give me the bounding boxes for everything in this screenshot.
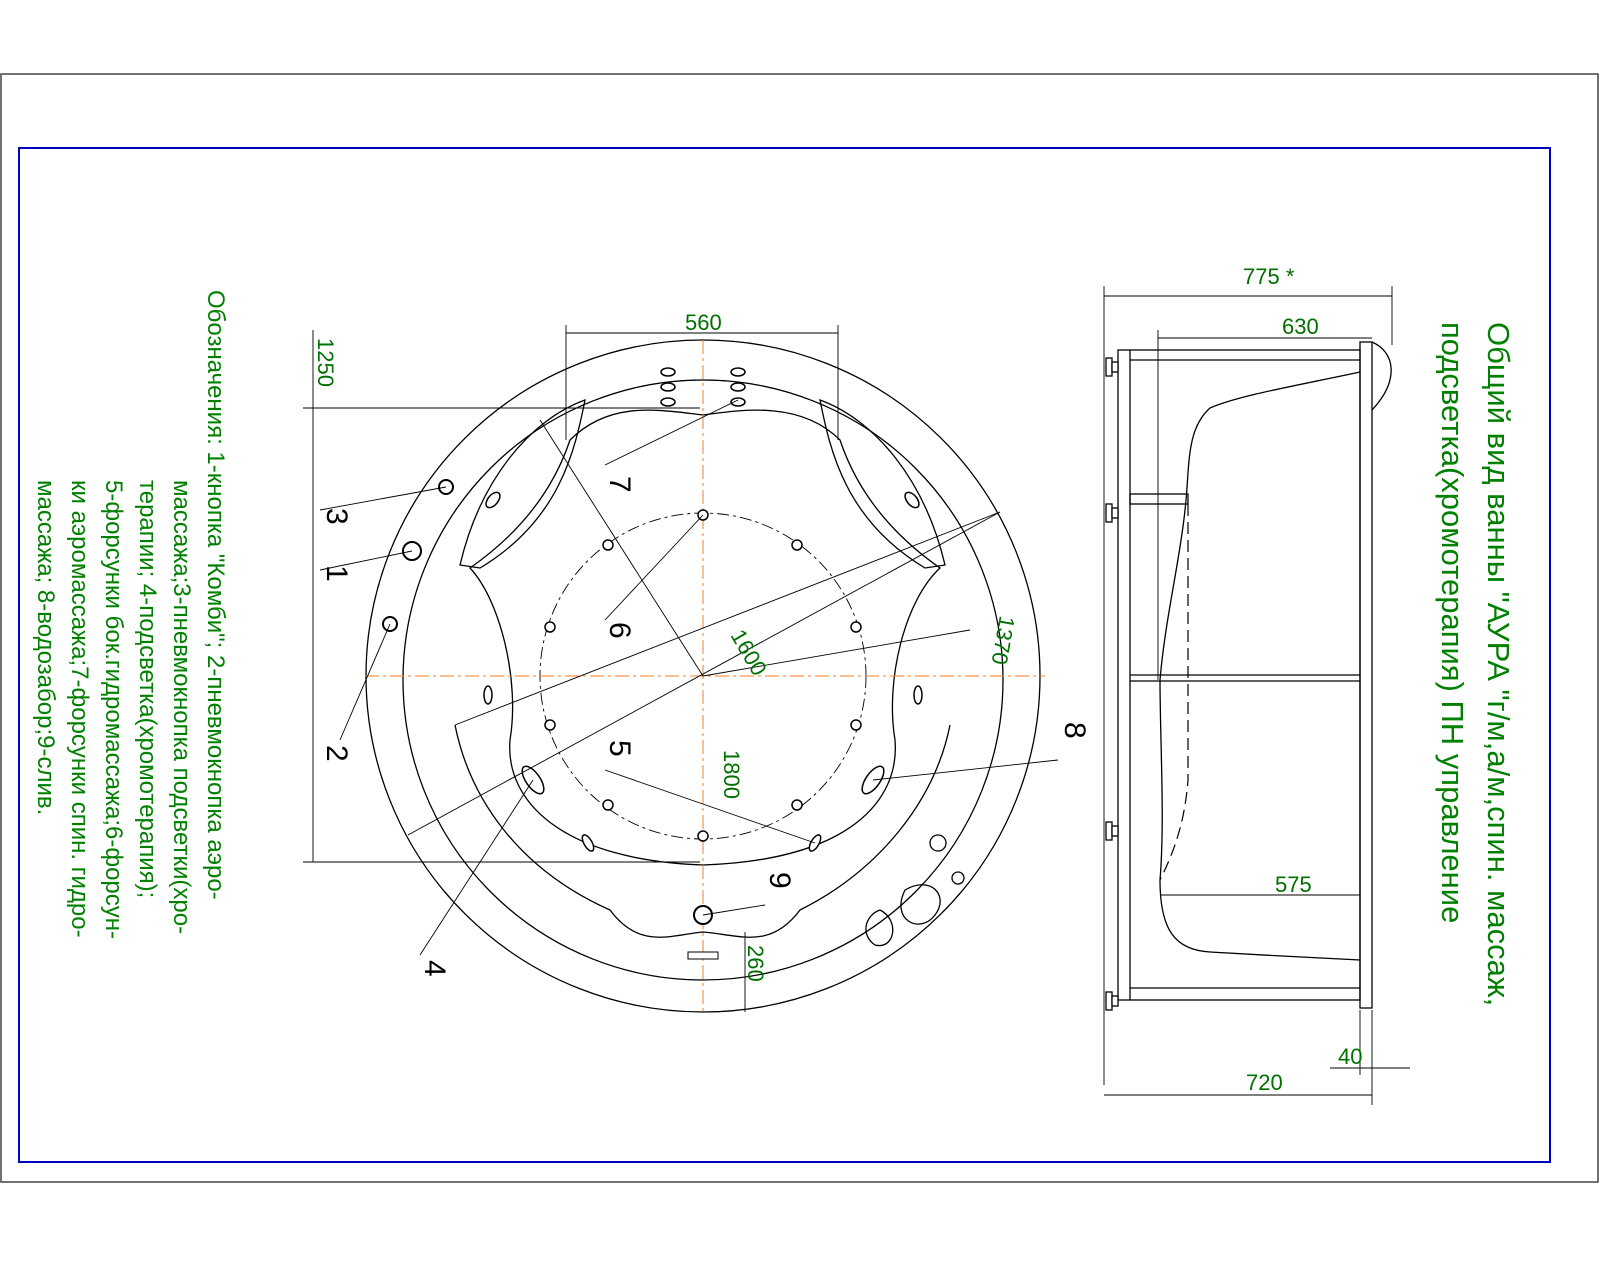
dim-40: 40 <box>1338 1044 1362 1069</box>
left-headrest <box>459 398 586 569</box>
hidden-line <box>1159 504 1189 881</box>
legend-line: Обозначения: 1-кнопка "Комби"; 2-пневмок… <box>202 290 229 900</box>
callout-2: 2 <box>320 745 353 762</box>
callouts: 1 2 3 4 5 6 7 8 9 <box>320 476 1091 977</box>
air-jets <box>544 509 862 842</box>
drawing-frame <box>18 147 1551 1163</box>
dimension-lines <box>303 325 1059 1012</box>
side-view: 775 * 630 575 720 40 <box>1103 264 1410 1105</box>
callout-6: 6 <box>603 622 636 639</box>
legend-line: 5-форсунки бок.гидромассажа;6-форсун- <box>100 480 127 939</box>
support <box>1129 493 1189 505</box>
dim-775: 775 * <box>1243 264 1295 289</box>
callout-5: 5 <box>603 740 636 757</box>
seat-contour <box>454 724 951 938</box>
inner-basin <box>469 409 942 866</box>
rim-edge <box>402 379 1004 981</box>
legend: Обозначения: 1-кнопка "Комби"; 2-пневмок… <box>32 290 229 939</box>
basin-profile <box>1159 371 1361 961</box>
callout-3: 3 <box>320 508 353 525</box>
outer-border <box>0 73 1599 1183</box>
dim-575: 575 <box>1275 872 1312 897</box>
dim-1600: 1600 <box>726 625 772 680</box>
title: Общий вид ванны "АУРА "г/м,а/м,спин. мас… <box>1435 322 1516 1006</box>
callout-4: 4 <box>418 960 451 977</box>
legend-line: терапии; 4-подсветка(хромотерапия); <box>134 480 161 898</box>
callout-7: 7 <box>603 476 636 493</box>
side-jets <box>483 491 923 852</box>
rim-lip <box>1371 341 1392 411</box>
callout-8: 8 <box>1058 722 1091 739</box>
faucet-handle <box>929 834 947 852</box>
back-jets <box>660 367 746 407</box>
dim-260: 260 <box>743 945 768 982</box>
dim-720: 720 <box>1246 1070 1283 1095</box>
dim-1250: 1250 <box>313 338 338 387</box>
faucet <box>865 884 941 947</box>
callout-9: 9 <box>763 872 796 889</box>
dim-1800: 1800 <box>719 750 744 799</box>
dim-1370: 1370 <box>987 614 1020 667</box>
legend-line: ки аэромассажа;7-форсунки спин. гидро- <box>66 480 93 938</box>
legend-line: массажа;3-пневмокнопка подсветки(хро- <box>168 480 195 934</box>
dim-560: 560 <box>685 310 722 335</box>
callout-1: 1 <box>320 565 353 582</box>
faucet-handle <box>951 871 965 885</box>
title-line-1: Общий вид ванны "АУРА "г/м,а/м,спин. мас… <box>1481 322 1516 1006</box>
dim-630: 630 <box>1282 314 1319 339</box>
title-line-2: подсветка(хромотерапия) ПН управление <box>1435 322 1470 923</box>
overflow <box>687 951 719 960</box>
top-view: 560 1250 1370 1600 1800 260 1 2 3 4 5 6 … <box>303 310 1091 1015</box>
legend-line: массажа; 8-водозабор;9-слив. <box>32 480 59 815</box>
rim-profile <box>1359 341 1373 1009</box>
legs <box>1105 357 1119 1011</box>
side-dimension-lines <box>1103 286 1410 1105</box>
right-headrest <box>819 398 946 569</box>
